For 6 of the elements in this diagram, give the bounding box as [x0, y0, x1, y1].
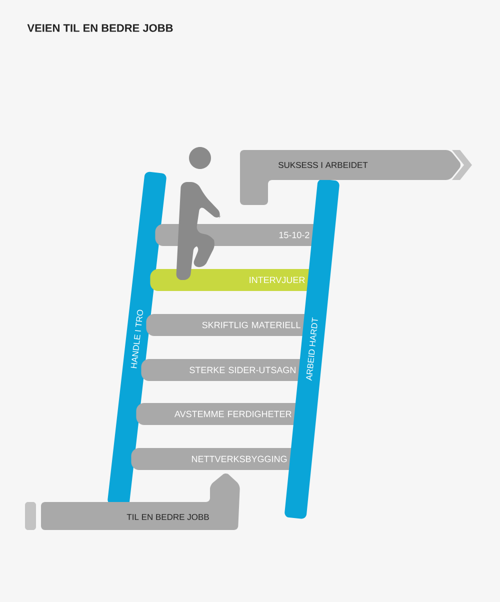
arrow-band: TIL EN BEDRE JOBB — [25, 474, 240, 530]
ladder-rung: AVSTEMME FERDIGHETER — [136, 403, 306, 425]
title: VEIEN TIL EN BEDRE JOBB — [27, 24, 173, 32]
ladder-rail: HANDLE I TRO — [108, 172, 166, 506]
ladder-rung: NETTVERKSBYGGING — [131, 448, 302, 470]
arrow-band: SUKSESS I ARBEIDET — [240, 150, 472, 205]
